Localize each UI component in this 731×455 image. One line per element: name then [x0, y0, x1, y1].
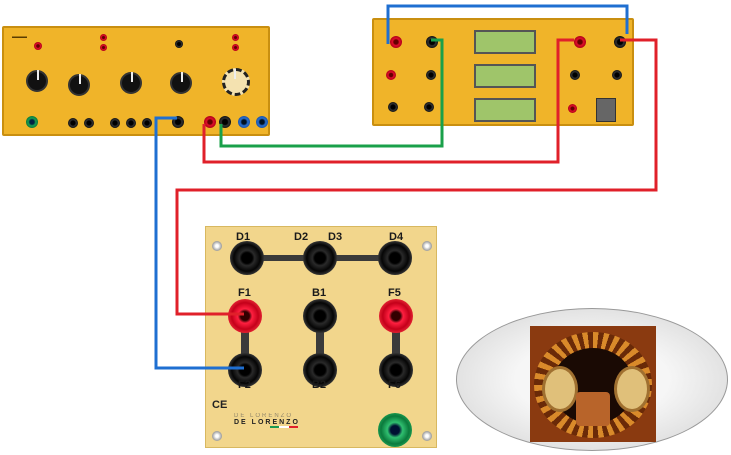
green-wire: [219, 38, 444, 148]
terminal-label: D3: [328, 231, 343, 243]
brand-line1: DE LORENZO: [234, 413, 294, 419]
terminal-label: B2: [312, 379, 327, 391]
selector-knob[interactable]: [170, 72, 192, 94]
power-supply-panel: ▬▬▬: [2, 26, 270, 136]
terminal-jack-d4[interactable]: [378, 241, 412, 275]
brand-flag: [270, 426, 298, 428]
terminal-label: F1: [238, 287, 251, 299]
panel-label: ▬▬▬: [12, 34, 27, 40]
terminal-label: D2: [294, 231, 309, 243]
terminal-jack-f5[interactable]: [379, 299, 413, 333]
output-jack[interactable]: [126, 118, 136, 128]
link-bar: [392, 327, 400, 367]
terminal-label: F2: [238, 379, 251, 391]
selector-knob[interactable]: [120, 72, 142, 94]
mount-screw: [212, 241, 222, 251]
terminal-jack-f2[interactable]: [228, 353, 262, 387]
link-bar: [316, 327, 324, 367]
link-bar: [334, 255, 392, 261]
output-jack-positive[interactable]: [204, 116, 216, 128]
brand-line2: DE LORENZO: [234, 419, 300, 426]
red-wire-f1: [175, 38, 658, 316]
meter-jack[interactable]: [612, 70, 622, 80]
output-jack[interactable]: [68, 118, 78, 128]
voltmeter-jack-positive[interactable]: [390, 36, 402, 48]
mount-screw: [422, 431, 432, 441]
ammeter-jack-positive[interactable]: [574, 36, 586, 48]
ce-mark: CE: [212, 399, 228, 411]
terminal-jack-f1[interactable]: [228, 299, 262, 333]
meter-jack[interactable]: [424, 102, 434, 112]
mount-screw: [422, 241, 432, 251]
terminal-label: D4: [389, 231, 404, 243]
terminal-board: D1 D2 D3 D4 F1 B1 F5 F2 B2 F6 CE DE LORE…: [205, 226, 437, 448]
indicator-lamp: [100, 44, 107, 51]
terminal-jack-b2[interactable]: [303, 353, 337, 387]
red-wire-supply: [202, 38, 574, 164]
terminal-label: F6: [388, 379, 401, 391]
ground-terminal-jack[interactable]: [378, 413, 412, 447]
meter-jack[interactable]: [570, 70, 580, 80]
measurement-panel: [372, 18, 634, 126]
meter-jack[interactable]: [386, 70, 396, 80]
terminal-jack-d1[interactable]: [230, 241, 264, 275]
output-jack[interactable]: [110, 118, 120, 128]
terminal-label: D1: [236, 231, 251, 243]
terminal-jack-f6[interactable]: [379, 353, 413, 387]
indicator-lamp: [100, 34, 107, 41]
terminal-label: F5: [388, 287, 401, 299]
brand-logo: DE LORENZO DE LORENZO: [234, 413, 306, 428]
output-jack[interactable]: [84, 118, 94, 128]
meter-jack[interactable]: [568, 104, 577, 113]
indicator-lamp: [232, 34, 239, 41]
terminal-jack-b1[interactable]: [303, 299, 337, 333]
voltage-dial[interactable]: [222, 68, 250, 96]
output-jack[interactable]: [238, 116, 250, 128]
data-port[interactable]: [596, 98, 616, 122]
link-bar: [260, 255, 320, 261]
ground-jack[interactable]: [26, 116, 38, 128]
terminal-jack-d2-d3[interactable]: [303, 241, 337, 275]
blue-wire-measurement-loop: [386, 4, 629, 44]
lcd-display-3: [474, 98, 536, 122]
terminal-label: B1: [312, 287, 327, 299]
indicator-lamp: [232, 44, 239, 51]
blue-wire-f2: [154, 116, 244, 370]
indicator-lamp: [175, 40, 183, 48]
indicator-lamp: [34, 42, 42, 50]
mount-screw: [212, 431, 222, 441]
meter-jack[interactable]: [388, 102, 398, 112]
output-jack[interactable]: [256, 116, 268, 128]
lcd-display-1: [474, 30, 536, 54]
meter-jack[interactable]: [426, 70, 436, 80]
lcd-display-2: [474, 64, 536, 88]
output-jack[interactable]: [142, 118, 152, 128]
link-bar: [241, 327, 249, 367]
selector-knob[interactable]: [26, 70, 48, 92]
selector-knob[interactable]: [68, 74, 90, 96]
motor-stator-photo: [530, 326, 656, 442]
